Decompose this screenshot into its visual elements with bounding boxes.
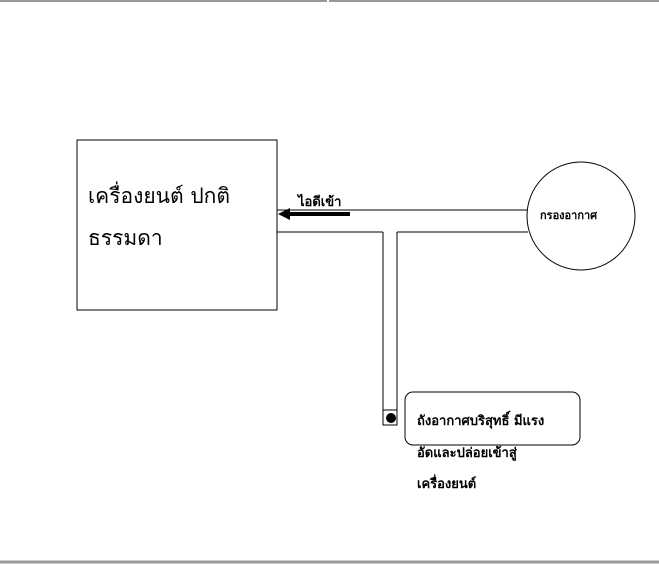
air-filter-label: กรองอากาศ bbox=[540, 209, 598, 222]
tank-label-line1: ถังอากาศบริสุทธิ์ มีแรง bbox=[417, 414, 545, 429]
engine-label-line1: เครื่องยนต์ ปกติ bbox=[88, 184, 231, 208]
valve-dot bbox=[386, 413, 396, 423]
tank-box bbox=[404, 391, 581, 446]
tank-label-line2: อัดและปล่อยเข้าสู่ bbox=[417, 446, 517, 461]
valve-box bbox=[382, 409, 398, 426]
tank-label-line3: เครื่องยนต์ bbox=[417, 477, 477, 492]
engine-label-line2: ธรรมดา bbox=[88, 226, 163, 250]
air-filter-circle bbox=[526, 161, 636, 271]
intake-label: ไอดีเข้า bbox=[298, 195, 342, 210]
engine-box bbox=[76, 139, 278, 311]
arrow-head bbox=[278, 208, 290, 220]
